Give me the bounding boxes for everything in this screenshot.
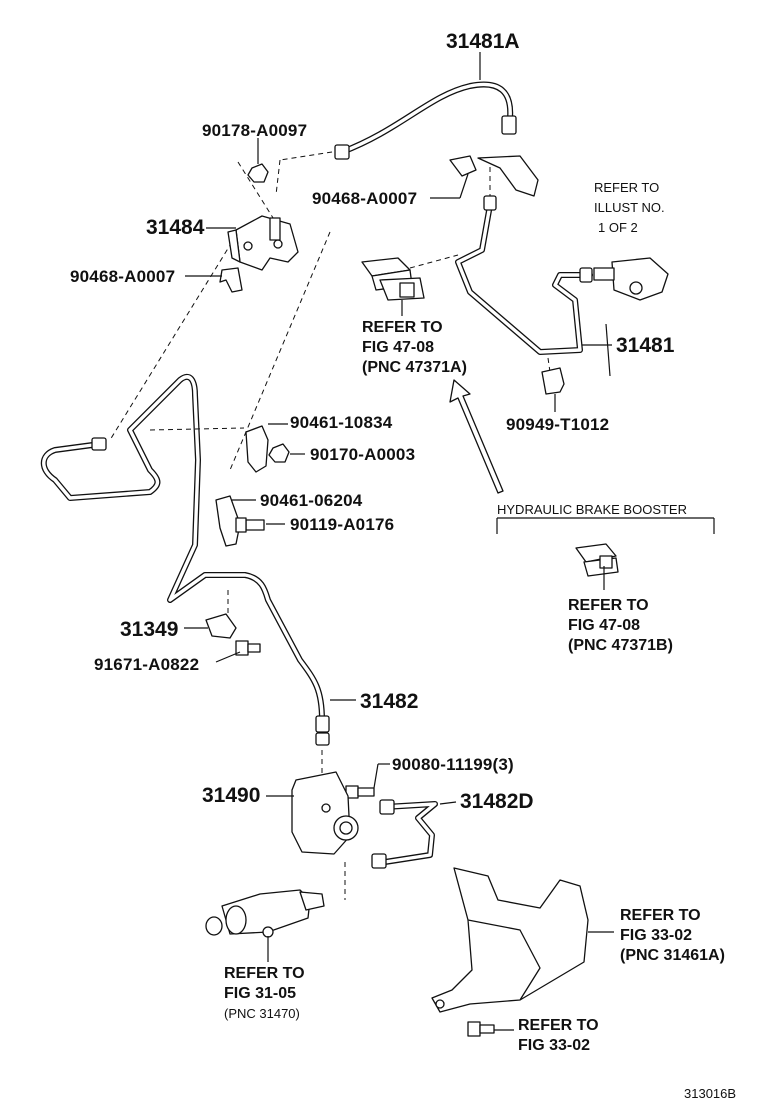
ref-illust-line3: 1 OF 2 [598, 220, 638, 235]
label-90949-T1012: 90949-T1012 [506, 415, 609, 434]
label-31482D: 31482D [460, 790, 534, 813]
clamp-31349-icon [205, 613, 237, 639]
ref-illust-line1: REFER TO [594, 180, 659, 195]
pipe-31481 [455, 202, 593, 355]
pipe-31482D [382, 801, 438, 865]
nut-icon [247, 163, 290, 463]
ref-fig3302b-line1: REFER TO [518, 1017, 599, 1034]
label-90170-A0003: 90170-A0003 [310, 445, 415, 464]
ref-fig4708a-line2: FIG 47-08 [362, 339, 434, 356]
label-90080-11199: 90080-11199(3) [392, 755, 514, 774]
ref-fig3105-line2: FIG 31-05 [224, 985, 296, 1002]
arrow-icon [449, 379, 504, 494]
label-90178-A0097: 90178-A0097 [202, 121, 307, 140]
label-90468-A0007-left: 90468-A0007 [70, 267, 175, 286]
clip-90461-06204-icon [215, 495, 241, 547]
bolt-icon [235, 517, 495, 1037]
clip-90949-icon [541, 367, 565, 395]
illustration-id: 313016B [684, 1086, 736, 1101]
ref-fig4708a-line3: (PNC 47371A) [362, 359, 467, 376]
connector-47371B-icon [575, 543, 619, 577]
label-31481: 31481 [616, 334, 675, 357]
label-31349: 31349 [120, 618, 178, 641]
ref-fig3302a-line2: FIG 33-02 [620, 927, 692, 944]
ref-fig3105-line3: (PNC 31470) [224, 1006, 300, 1021]
bracket-31461A-icon [431, 867, 589, 1013]
label-31490: 31490 [202, 784, 260, 807]
label-31482: 31482 [360, 690, 418, 713]
bracket-90461-10834-icon [245, 425, 269, 473]
ref-fig3105-line1: REFER TO [224, 965, 305, 982]
ref-fig4708b-line3: (PNC 47371B) [568, 637, 673, 654]
label-31484: 31484 [146, 216, 205, 239]
fitting-icon [91, 115, 593, 869]
clip-icon [219, 155, 539, 293]
cylinder-31470-icon [205, 889, 325, 938]
ref-fig3302a-line3: (PNC 31461A) [620, 947, 725, 964]
connector-47371A-icon [361, 257, 425, 301]
label-91671-A0822: 91671-A0822 [94, 655, 199, 674]
label-90461-06204: 90461-06204 [260, 491, 363, 510]
labels: 31481A 90178-A0097 31484 90468-A0007 904… [70, 30, 736, 1101]
ref-fig3302a-line1: REFER TO [620, 907, 701, 924]
pipe-31481A [339, 81, 514, 155]
ref-fig4708a-line1: REFER TO [362, 319, 443, 336]
hbb-title: HYDRAULIC BRAKE BOOSTER [497, 502, 687, 517]
label-90119-A0176: 90119-A0176 [290, 515, 394, 534]
junction-block-31490-icon [291, 771, 359, 855]
bracket-31484-icon [227, 215, 299, 271]
leader-lines [184, 52, 715, 1031]
ref-illust-line2: ILLUST NO. [594, 200, 665, 215]
ref-fig4708b-line2: FIG 47-08 [568, 617, 640, 634]
label-90468-A0007-right: 90468-A0007 [312, 189, 417, 208]
label-31481A: 31481A [446, 30, 520, 53]
ref-fig4708b-line1: REFER TO [568, 597, 649, 614]
ref-fig3302b-line2: FIG 33-02 [518, 1037, 590, 1054]
label-90461-10834: 90461-10834 [290, 413, 393, 432]
pipe-left-loop [40, 373, 325, 723]
valve-icon [593, 257, 669, 301]
